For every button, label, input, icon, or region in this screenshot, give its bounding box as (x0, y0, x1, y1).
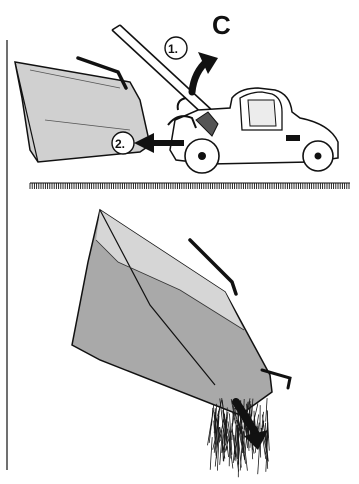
grass-clipping (223, 433, 227, 462)
grass-clipping (218, 419, 224, 443)
grass-clipping (237, 419, 242, 435)
grass-clipping (232, 425, 238, 464)
grass-clipping (236, 424, 242, 468)
grass-clipping (233, 434, 239, 472)
step-2-badge: 2. (111, 131, 135, 155)
grass-clipping (230, 399, 235, 415)
pull-arrow (134, 133, 184, 153)
grass-clipping (229, 430, 232, 459)
ground-hatch (29, 183, 350, 189)
grass-clipping (224, 437, 230, 453)
grass-clipping (229, 413, 233, 455)
bottom-scene (71, 208, 292, 478)
grass-clipping (213, 420, 217, 456)
grass-clipping (251, 398, 254, 417)
grass-clipping (228, 434, 231, 467)
grass-clipping (240, 428, 245, 460)
grass-clipping (260, 427, 267, 460)
pour-arrow (232, 398, 268, 450)
grass-clipping (253, 403, 259, 423)
grass-clipping (265, 398, 268, 422)
grass-clipping (231, 426, 236, 457)
grass-clipping (265, 433, 269, 455)
grass-clipping (209, 437, 213, 470)
grass-clipping (246, 398, 251, 413)
grass-clipping (234, 407, 240, 432)
grass-clipping (225, 435, 229, 458)
svg-text:1.: 1. (168, 42, 178, 56)
grass-clipping (222, 410, 225, 426)
rear-wheel (184, 138, 220, 174)
grass-clipping (213, 416, 219, 453)
svg-text:2.: 2. (115, 137, 125, 151)
top-scene: 1. 2. (14, 24, 350, 189)
grass-clipping (221, 398, 228, 438)
panel-label: C (212, 10, 231, 40)
lift-arrow (176, 52, 218, 111)
grass-clipping (215, 417, 219, 445)
grass-clipping (211, 407, 214, 426)
grass-clipping (265, 429, 269, 472)
grass-clipping (221, 420, 226, 453)
grass-clipping (219, 437, 223, 465)
grass-clipping (266, 410, 270, 451)
grass-bag-emptying (71, 208, 292, 416)
step-1-badge: 1. (164, 36, 188, 60)
grass-clipping (217, 399, 223, 417)
hand-hint (167, 115, 197, 129)
grass-clipping (223, 418, 227, 451)
grass-clipping (215, 403, 218, 423)
front-wheel (302, 140, 334, 172)
grass-clipping (261, 414, 267, 441)
